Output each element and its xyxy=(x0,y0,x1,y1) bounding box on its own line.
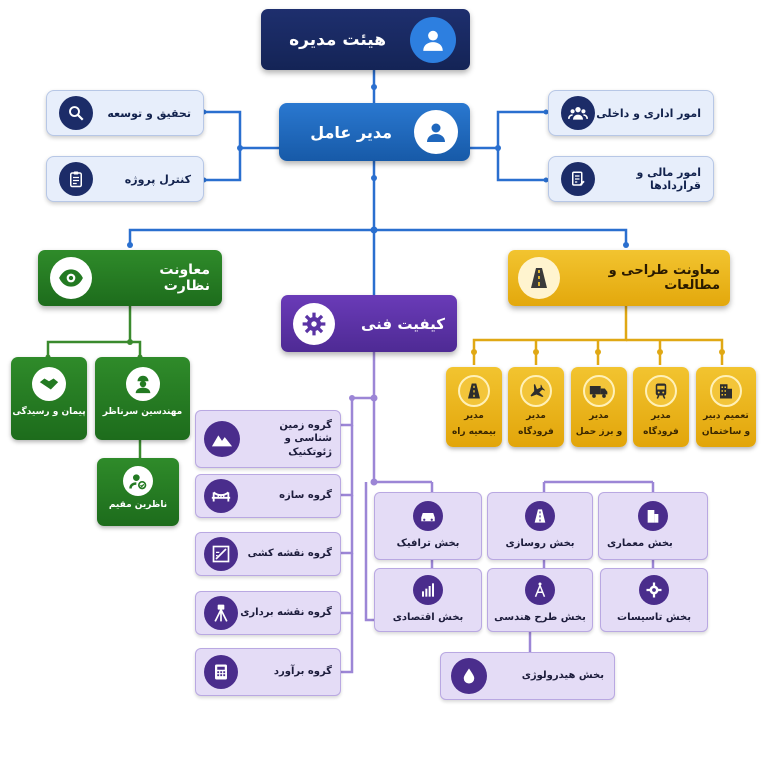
manager-title: مدیر xyxy=(526,411,546,421)
group-drafting: گروه نقشه کشی xyxy=(195,532,341,576)
design-deputy-box: معاونت طراحی و مطالعات xyxy=(508,250,730,306)
supervision-deputy-box: معاونت نظارت xyxy=(38,250,222,306)
bridge-icon xyxy=(204,479,238,513)
design-manager-building: تعمیم دبیر و ساختمان xyxy=(696,367,756,447)
inspector-icon xyxy=(123,466,153,496)
manager-title: مدیر xyxy=(589,411,609,421)
group-estimation: گروه برآورد xyxy=(195,648,341,696)
truck-icon xyxy=(583,375,615,407)
group-surveying: گروه نقشه برداری xyxy=(195,591,341,635)
section-economic-label: بخش اقتصادی xyxy=(392,612,464,624)
section-pavement-label: بخش روسازی xyxy=(505,538,575,550)
clipboard-icon xyxy=(59,162,93,196)
admin-affairs-box: امور اداری و داخلی xyxy=(548,90,714,136)
section-facilities: بخش تاسیسات xyxy=(600,568,708,632)
research-box: تحقیق و توسعه xyxy=(46,90,204,136)
tripod-icon xyxy=(204,596,238,630)
supervision-label: معاونت نظارت xyxy=(159,262,210,294)
group-drafting-label: گروه نقشه کشی xyxy=(247,548,332,560)
document-icon xyxy=(561,162,595,196)
airplane-icon xyxy=(520,375,552,407)
train-icon xyxy=(645,375,677,407)
manager-road-label: بیمعیه راه xyxy=(451,426,496,437)
section-hydrology: بخش هیدرولوژی xyxy=(440,652,615,700)
resident-supervisor-label: ناظرین مقیم xyxy=(108,500,168,510)
section-traffic-label: بخش ترافیک xyxy=(396,538,460,550)
finance-label: امور مالی و قراردادها xyxy=(636,166,701,192)
car-icon xyxy=(413,501,443,532)
water-drop-icon xyxy=(451,658,487,694)
section-traffic: بخش ترافیک xyxy=(374,492,482,560)
handshake-icon xyxy=(32,367,66,401)
eye-icon xyxy=(50,257,92,299)
manager-transport-label: و برز حمل xyxy=(575,426,623,437)
board-label: هیئت مدیره xyxy=(289,29,386,50)
board-of-directors-box: هیئت مدیره xyxy=(261,9,470,70)
manager-airport-label: فرودگاه xyxy=(518,426,554,437)
ceo-label: مدیر عامل xyxy=(310,122,392,142)
design-label: معاونت طراحی و مطالعات xyxy=(608,263,720,293)
group-estimation-label: گروه برآورد xyxy=(273,666,332,678)
manager-rail-label: فرودگاه xyxy=(643,426,679,437)
group-structure-label: گروه سازه xyxy=(279,490,332,502)
finance-box: امور مالی و قراردادها xyxy=(548,156,714,202)
section-facilities-label: بخش تاسیسات xyxy=(617,612,691,624)
manager-title: مدیر xyxy=(651,411,671,421)
user-icon xyxy=(414,110,458,154)
chief-supervisor-label: مهندسین سرناظر xyxy=(102,407,183,417)
mountain-icon xyxy=(204,421,240,457)
admin-affairs-label: امور اداری و داخلی xyxy=(596,106,701,120)
user-icon xyxy=(410,16,456,63)
users-icon xyxy=(561,96,595,130)
contract-review-label: پیمان و رسیدگی xyxy=(12,407,86,417)
building-icon xyxy=(638,501,668,532)
search-icon xyxy=(59,96,93,130)
section-geometric-label: بخش طرح هندسی xyxy=(494,612,586,624)
resident-supervisor-box: ناظرین مقیم xyxy=(97,458,179,526)
section-architecture: بخش معماری xyxy=(598,492,708,560)
road-icon xyxy=(518,257,560,299)
group-geology: گروه زمین شناسی و ژئوتکنیک xyxy=(195,410,341,468)
manager-title: تعمیم دبیر xyxy=(703,411,749,421)
calculator-icon xyxy=(204,655,238,689)
bar-chart-icon xyxy=(413,575,443,606)
project-control-box: کنترل پروژه xyxy=(46,156,204,202)
building-icon xyxy=(710,375,742,407)
section-architecture-label: بخش معماری xyxy=(607,538,673,550)
chief-supervisor-box: مهندسین سرناظر xyxy=(95,357,190,440)
design-manager-airport: مدیر فرودگاه xyxy=(508,367,564,447)
manager-title: مدیر xyxy=(464,411,484,421)
project-control-label: کنترل پروژه xyxy=(124,172,191,186)
section-hydrology-label: بخش هیدرولوژی xyxy=(521,670,604,682)
technical-quality-box: کیفیت فنی xyxy=(281,295,457,352)
contract-review-box: پیمان و رسیدگی xyxy=(11,357,87,440)
manager-building-label: و ساختمان xyxy=(701,426,751,437)
quality-label: کیفیت فنی xyxy=(361,314,445,333)
drafting-icon xyxy=(204,537,238,571)
group-surveying-label: گروه نقشه برداری xyxy=(240,607,332,619)
section-geometric-design: بخش طرح هندسی xyxy=(487,568,593,632)
engineer-icon xyxy=(125,367,160,401)
gear-icon xyxy=(639,575,669,606)
design-manager-road: مدیر بیمعیه راه xyxy=(446,367,502,447)
research-label: تحقیق و توسعه xyxy=(107,106,191,120)
design-manager-rail: مدیر فرودگاه xyxy=(633,367,689,447)
ceo-box: مدیر عامل xyxy=(279,103,470,161)
road-icon xyxy=(525,501,555,532)
compass-icon xyxy=(525,575,555,606)
group-geology-label: گروه زمین شناسی و ژئوتکنیک xyxy=(279,419,332,458)
road-icon xyxy=(458,375,490,407)
section-pavement: بخش روسازی xyxy=(487,492,593,560)
group-structure: گروه سازه xyxy=(195,474,341,518)
section-economic: بخش اقتصادی xyxy=(374,568,482,632)
design-manager-transport: مدیر و برز حمل xyxy=(571,367,627,447)
gear-icon xyxy=(293,302,335,345)
